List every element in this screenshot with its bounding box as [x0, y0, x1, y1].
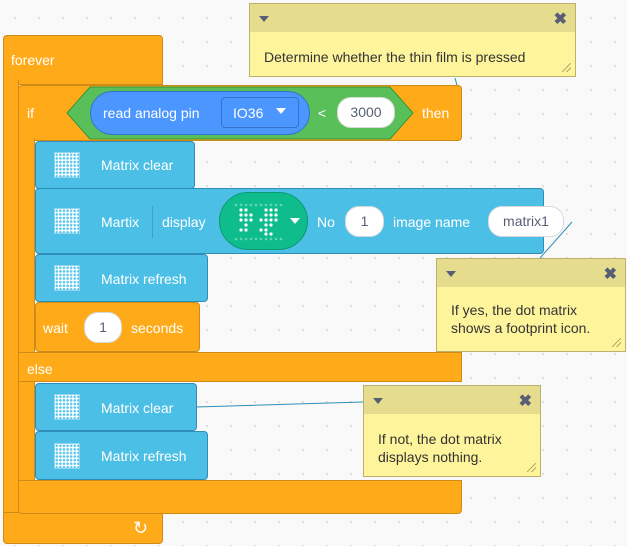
comment-note-yes[interactable]: ✖ If yes, the dot matrix shows a footpri… [436, 258, 626, 352]
divider [152, 206, 153, 238]
comment-text[interactable]: If not, the dot matrix displays nothing. [378, 431, 502, 465]
wait-input[interactable]: 1 [84, 312, 122, 343]
forever-label: forever [11, 52, 55, 68]
connector-no [195, 401, 364, 408]
chevron-down-icon [290, 218, 300, 224]
no-input[interactable]: 1 [345, 206, 384, 237]
if-bottom [18, 480, 462, 514]
comment-header[interactable] [364, 386, 540, 414]
comment-text[interactable]: If yes, the dot matrix shows a footprint… [451, 302, 591, 336]
loop-arrow-icon: ↻ [133, 518, 149, 538]
image-name-value: matrix1 [503, 213, 549, 229]
then-label: then [422, 105, 450, 121]
operator-symbol: < [318, 105, 327, 121]
close-icon[interactable]: ✖ [553, 11, 567, 28]
matrix-icon [54, 443, 80, 469]
if-arm [18, 138, 35, 488]
no-label: No [317, 214, 335, 230]
read-analog-pin-label: read analog pin [103, 105, 200, 121]
else-band [18, 352, 462, 382]
comment-header[interactable] [250, 4, 575, 32]
martix-label: Martix [101, 214, 140, 230]
collapse-triangle-icon[interactable] [373, 398, 383, 404]
display-label: display [162, 214, 206, 230]
else-matrix-refresh-label: Matrix refresh [101, 448, 187, 464]
matrix-icon [54, 394, 80, 420]
forever-bottom [3, 512, 163, 544]
collapse-triangle-icon[interactable] [259, 16, 269, 22]
footprint-matrix-icon [234, 203, 283, 241]
close-icon[interactable]: ✖ [518, 393, 532, 410]
else-label: else [27, 361, 53, 377]
matrix-icon [54, 208, 80, 234]
no-value: 1 [360, 213, 369, 229]
comment-note-no[interactable]: ✖ If not, the dot matrix displays nothin… [363, 385, 541, 477]
close-icon[interactable]: ✖ [603, 266, 617, 283]
matrix-refresh-label: Matrix refresh [101, 271, 187, 287]
image-name-input[interactable]: matrix1 [488, 206, 564, 237]
forever-block[interactable] [3, 35, 163, 85]
image-name-label: image name [393, 214, 471, 230]
pin-dropdown[interactable] [221, 97, 299, 128]
resize-handle-icon[interactable] [612, 338, 621, 347]
resize-handle-icon[interactable] [527, 463, 536, 472]
collapse-triangle-icon[interactable] [446, 271, 456, 277]
threshold-value: 3000 [350, 104, 382, 120]
chevron-down-icon [276, 108, 286, 114]
wait-label: wait [43, 320, 68, 336]
pin-value: IO36 [233, 105, 264, 121]
comment-note-top[interactable]: ✖ Determine whether the thin film is pre… [249, 3, 576, 77]
matrix-icon [54, 265, 80, 291]
matrix-clear-label: Matrix clear [101, 157, 174, 173]
forever-arm [3, 80, 19, 520]
seconds-label: seconds [131, 320, 184, 336]
connector-yes [539, 221, 573, 259]
resize-handle-icon[interactable] [562, 63, 571, 72]
comment-header[interactable] [437, 259, 625, 287]
threshold-input[interactable]: 3000 [337, 97, 395, 128]
if-label: if [27, 105, 34, 121]
else-matrix-clear-label: Matrix clear [101, 400, 174, 416]
matrix-clear-block[interactable] [35, 141, 195, 189]
matrix-icon [54, 152, 80, 178]
wait-value: 1 [99, 319, 107, 335]
comment-text[interactable]: Determine whether the thin film is press… [264, 49, 526, 65]
